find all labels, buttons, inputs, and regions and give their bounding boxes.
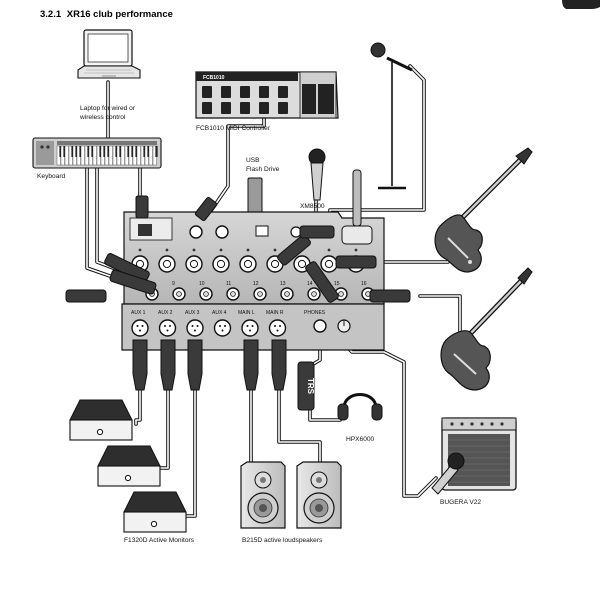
mixer-main-label-r: MAIN R (266, 310, 284, 316)
xlr-output (186, 319, 204, 337)
amp-microphone (431, 452, 465, 495)
midi-controller: FCB1010 (195, 71, 339, 119)
keyboard (32, 137, 162, 169)
usb-label-2: Flash Drive (246, 166, 280, 173)
xlr-output (241, 319, 259, 337)
page-corner-tab (562, 0, 600, 9)
headphones (337, 393, 383, 421)
plugs (65, 195, 411, 303)
monitors-label: F1320D Active Monitors (124, 537, 195, 544)
keyboard-label: Keyboard (37, 173, 66, 180)
laptop (77, 29, 141, 79)
channel-number: 11 (226, 281, 231, 287)
mixer-aux-label-4: AUX 4 (212, 310, 227, 316)
usb-label: USB (246, 157, 260, 164)
mixer-aux-label-3: AUX 3 (185, 310, 200, 316)
channel-number: 14 (307, 281, 313, 287)
amp-label: BUGERA V22 (440, 499, 481, 506)
active-monitor (69, 399, 133, 441)
trs-label: TRS (306, 378, 315, 395)
active-loudspeakers (240, 461, 342, 529)
electric-guitar-2 (440, 267, 533, 391)
section-number: 3.2.1 (40, 9, 62, 20)
midi-controller-pedals (202, 86, 288, 114)
guitar-amp (441, 417, 517, 491)
section-title: XR16 club performance (67, 9, 173, 20)
loudspeakers-label: B215D active loudspeakers (242, 537, 323, 544)
channel-number: 13 (280, 281, 286, 287)
xlr-output (213, 319, 232, 337)
active-loudspeaker (240, 461, 286, 529)
headphones-label: HPX6000 (346, 436, 375, 443)
laptop-label: Laptop for wired or (80, 105, 136, 112)
xlr-output (268, 319, 287, 337)
midi-controller-label: FCB1010 MIDI Controller (196, 125, 271, 132)
mixer-phones-label: PHONES (304, 310, 326, 316)
channel-numbers: 9 10 11 12 13 14 15 16 (172, 281, 367, 287)
active-monitor (123, 491, 187, 533)
mixer-aux-label-1: AUX 1 (131, 310, 146, 316)
channel-number: 16 (361, 281, 367, 287)
channel-number: 12 (253, 281, 259, 287)
laptop-label-2: wireless control (79, 114, 126, 121)
xlr-output-row (131, 319, 287, 337)
channel-number: 15 (334, 281, 340, 287)
xlr-plugs (132, 339, 287, 391)
active-monitors (69, 399, 187, 533)
mixer-main-label-l: MAIN L (238, 310, 255, 316)
xlr-output (131, 319, 149, 337)
keyboard-keys (56, 145, 158, 166)
jack-input-row (145, 287, 375, 301)
channel-number: 10 (199, 281, 205, 287)
trs-plug: TRS (297, 361, 315, 411)
xlr-output (158, 319, 177, 337)
midi-controller-brand: FCB1010 (203, 75, 225, 81)
handheld-microphone (308, 148, 326, 201)
stand-microphone (370, 42, 413, 190)
channel-number: 9 (172, 281, 175, 287)
active-monitor (97, 445, 161, 487)
electric-guitar-1 (434, 147, 533, 273)
active-loudspeaker (296, 461, 342, 529)
mixer-aux-label-2: AUX 2 (158, 310, 173, 316)
section-heading: 3.2.1 XR16 club performance (40, 9, 173, 20)
mic-label: XM8500 (300, 203, 325, 210)
